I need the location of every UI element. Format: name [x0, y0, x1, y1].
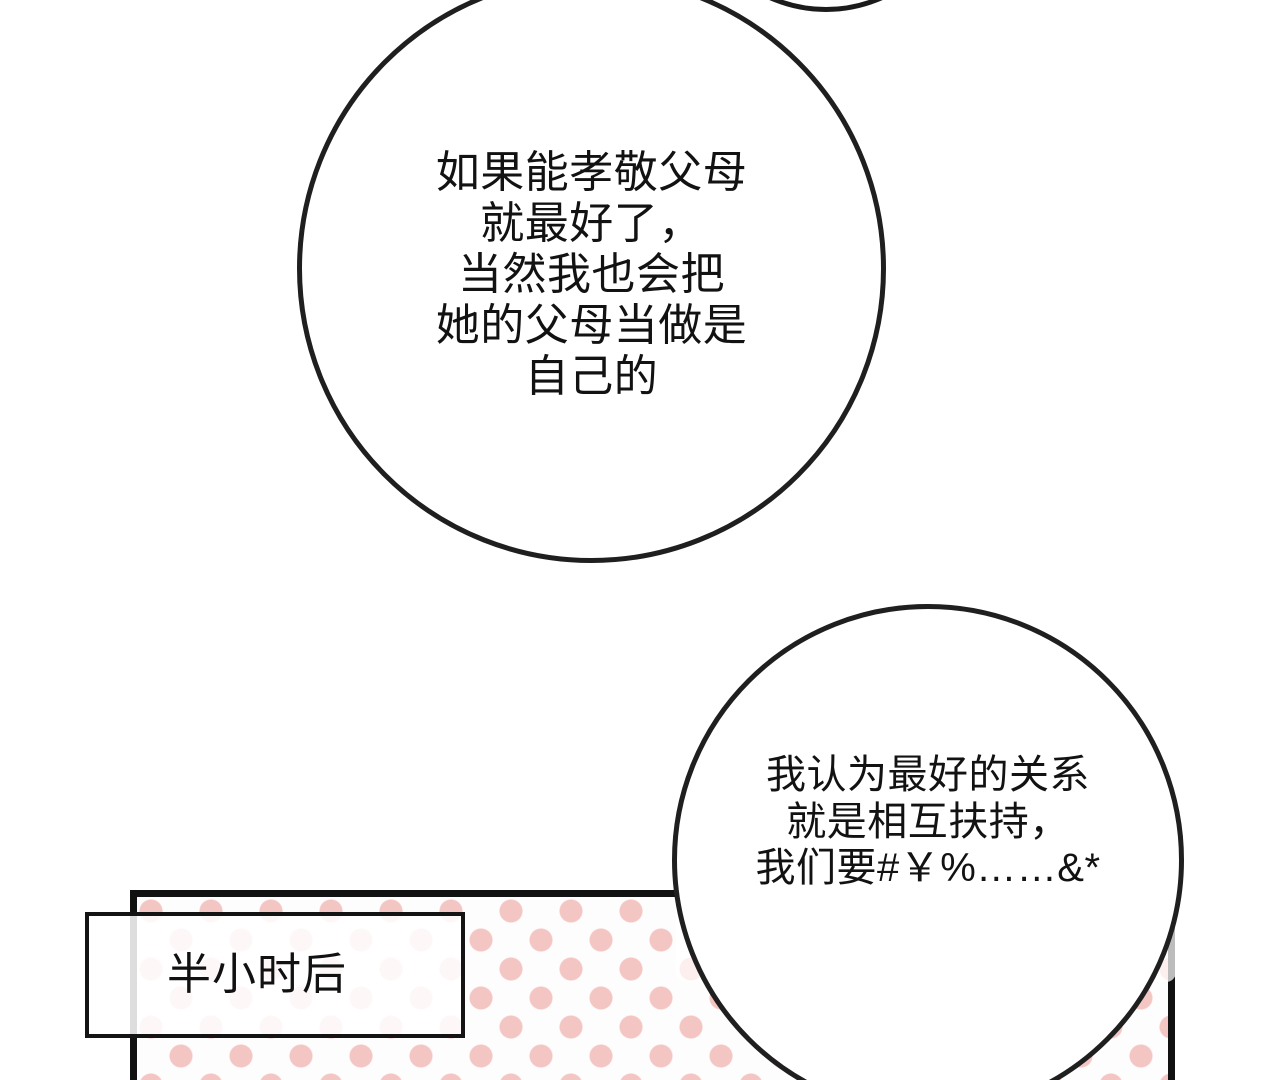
speech-bubble-primary-text: 如果能孝敬父母 就最好了， 当然我也会把 她的父母当做是 自己的	[435, 147, 748, 402]
caption-box: 半小时后	[85, 912, 465, 1038]
speech-bubble-primary: 如果能孝敬父母 就最好了， 当然我也会把 她的父母当做是 自己的	[297, 0, 886, 563]
caption-text: 半小时后	[167, 950, 347, 999]
speech-bubble-secondary: 我认为最好的关系 就是相互扶持， 我们要#￥%……&*	[672, 604, 1184, 1080]
speech-bubble-secondary-text: 我认为最好的关系 就是相互扶持， 我们要#￥%……&*	[755, 753, 1101, 891]
